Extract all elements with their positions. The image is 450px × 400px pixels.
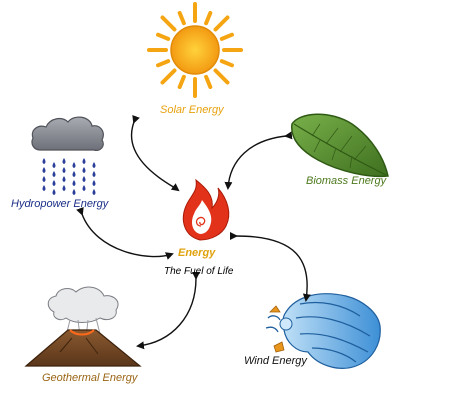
sun-ray [219, 32, 234, 41]
arrow-geo-center [136, 271, 201, 350]
rain-drop [52, 189, 56, 195]
rain-drop [62, 167, 66, 173]
arrows [76, 114, 311, 350]
rain-drop [92, 180, 96, 186]
arrow-wind-center [229, 231, 311, 302]
arrow-solar-center [130, 114, 180, 192]
sun-ray [213, 68, 230, 85]
sun-ray [204, 11, 213, 26]
rain-drop [92, 171, 96, 177]
center-title: Energy [178, 247, 216, 259]
arrow-biomass-center [224, 131, 293, 190]
wind-gust-icon [265, 293, 381, 369]
rain-drop [62, 158, 66, 164]
rain-drop [72, 180, 76, 186]
flame-icon [182, 178, 230, 241]
sun-ray [156, 59, 171, 68]
sun-ray [177, 74, 186, 89]
sun-ray [160, 68, 177, 85]
sun-ray [219, 59, 234, 68]
rain-drop [52, 171, 56, 177]
volcano-icon [24, 286, 142, 367]
rain-cloud-icon [31, 116, 104, 195]
rain-drop [52, 180, 56, 186]
rain-drop [62, 185, 66, 191]
rain-drop [72, 171, 76, 177]
sun-icon [147, 2, 243, 98]
rain-drop [52, 162, 56, 168]
wind-energy-label: Wind Energy [244, 355, 307, 367]
rain-drop [82, 158, 86, 164]
rain-drop [92, 162, 96, 168]
sun-ray [177, 11, 186, 26]
geothermal-energy-label: Geothermal Energy [42, 372, 138, 384]
rain-drop [72, 162, 76, 168]
rain-drop [82, 185, 86, 191]
hydropower-energy-label: Hydropower Energy [11, 198, 109, 210]
solar-energy-label: Solar Energy [160, 104, 224, 116]
rain-drop [42, 167, 46, 173]
rain-drop [92, 189, 96, 195]
sun-ray [156, 32, 171, 41]
rain-drop [82, 176, 86, 182]
rain-drop [42, 176, 46, 182]
center-subtitle: The Fuel of Life [164, 266, 234, 277]
biomass-energy-label: Biomass Energy [306, 175, 387, 187]
sun-ray [204, 74, 213, 89]
rain-drop [82, 167, 86, 173]
rain-drop [72, 189, 76, 195]
sun-ray [160, 15, 177, 32]
rain-drop [42, 158, 46, 164]
rain-drop [42, 185, 46, 191]
leaf-icon [291, 113, 389, 178]
sun-ray [213, 15, 230, 32]
rain-drop [62, 176, 66, 182]
arrow-hydro-center [76, 206, 174, 260]
